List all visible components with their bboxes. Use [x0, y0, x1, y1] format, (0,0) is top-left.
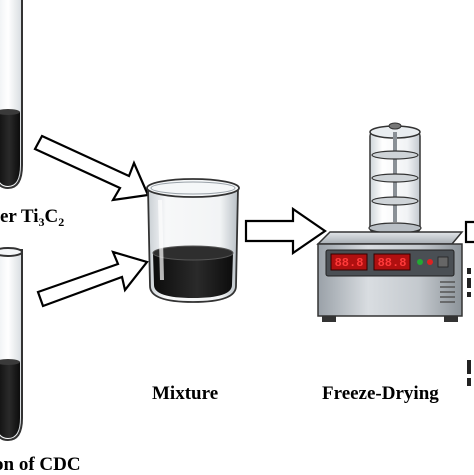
label-mixture: Mixture [152, 383, 219, 404]
freeze-dryer: 88.8 88.8 [316, 122, 464, 322]
cropped-edge-marks [467, 268, 471, 386]
ti3c2-sub-3: 3 [38, 215, 45, 229]
vent-grille [440, 281, 455, 303]
ti3c2-prefix: er Ti [0, 206, 39, 227]
freeze-dryer-dome [368, 122, 422, 234]
cdc-suspension [0, 360, 20, 438]
right-display-value: 88.8 [378, 256, 407, 270]
label-freeze-drying: Freeze-Drying [322, 383, 439, 404]
left-display-value: 88.8 [335, 256, 364, 270]
arrow-freeze-to-next [464, 220, 474, 244]
arrow-ti3c2-to-mixture [33, 134, 150, 202]
mixture-liquid [153, 253, 233, 298]
test-tube-ti3c2 [0, 0, 23, 190]
label-cdc: on of CDC [0, 454, 81, 475]
ti3c2-mid: C [44, 206, 59, 227]
ti3c2-suspension [0, 110, 20, 186]
arrow-mixture-to-freeze [244, 206, 327, 256]
arrow-cdc-to-mixture [36, 250, 149, 308]
label-ti3c2: er Ti3C2 [0, 207, 64, 228]
test-tube-cdc [0, 247, 23, 442]
beaker-mixture [146, 178, 240, 303]
ti3c2-sub-2: 2 [58, 215, 65, 229]
